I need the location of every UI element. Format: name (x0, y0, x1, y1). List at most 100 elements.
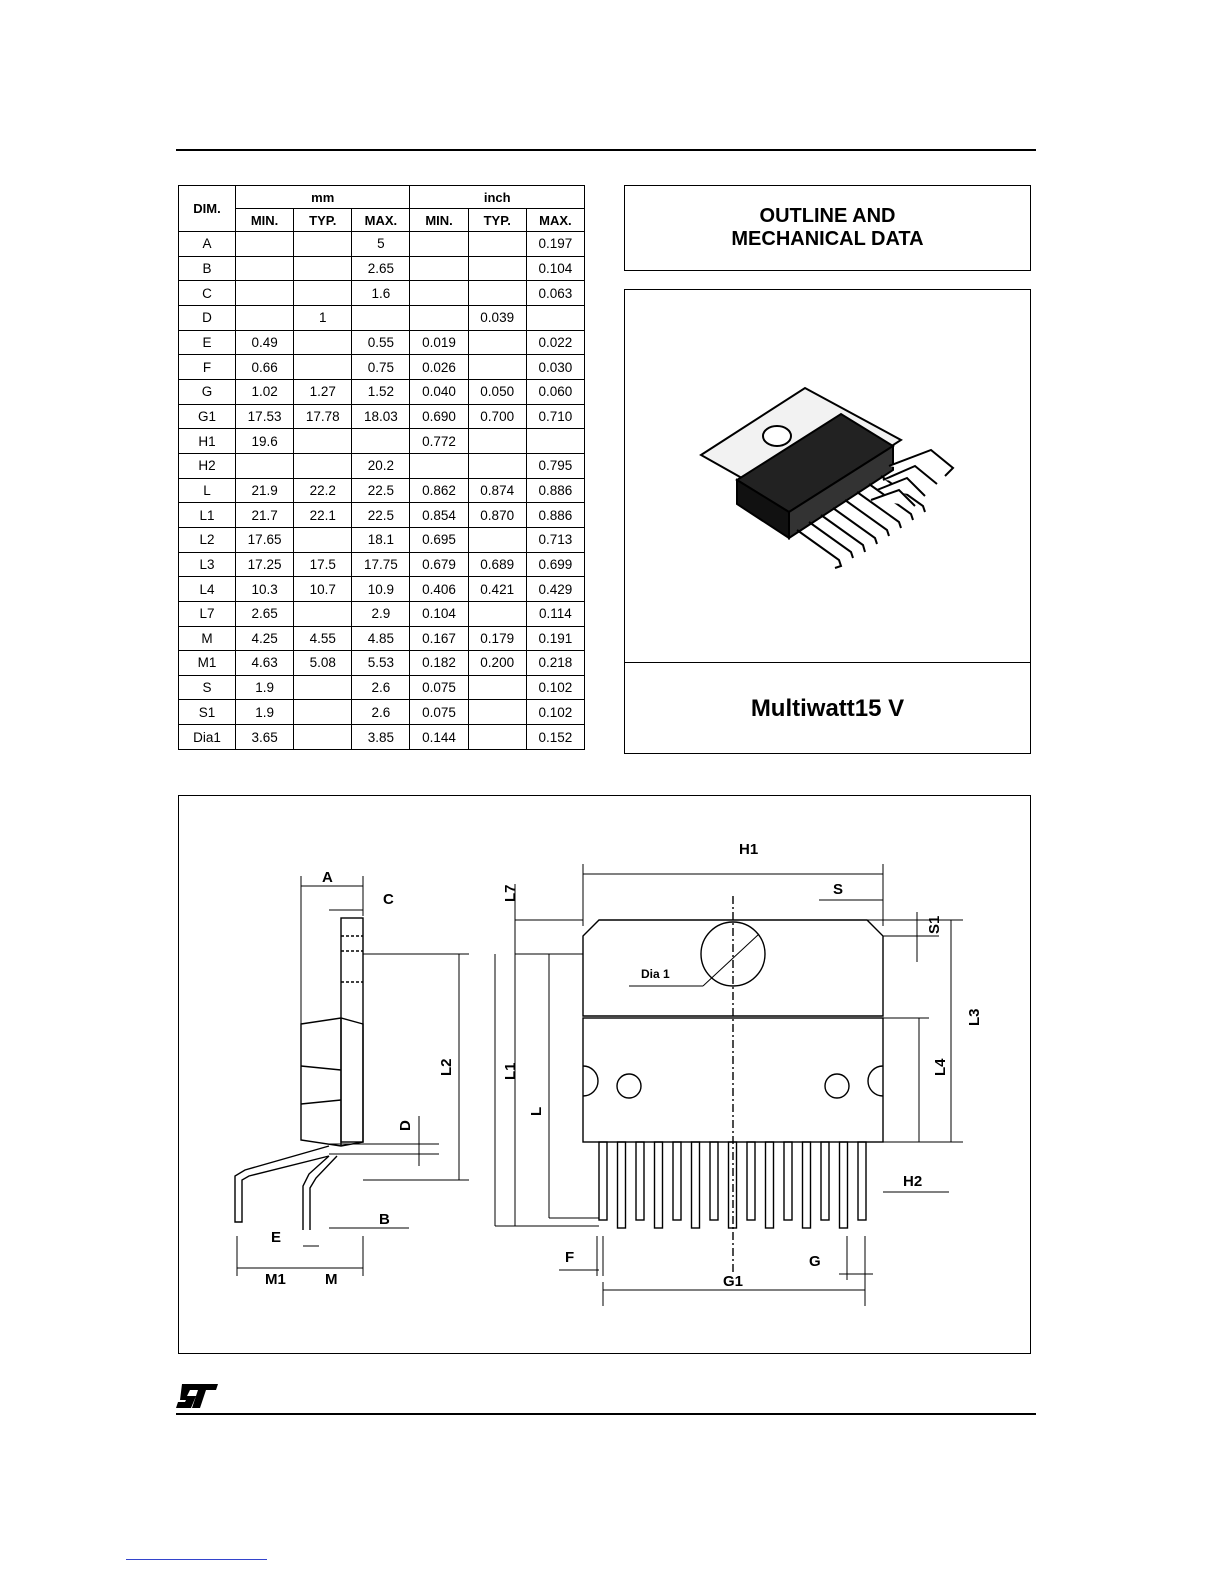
dim-cell: S1 (178, 699, 236, 726)
value-cell: 0.854 (409, 502, 469, 528)
value-cell: 20.2 (351, 452, 411, 479)
value-cell: 0.862 (409, 477, 469, 504)
label-G1: G1 (723, 1273, 743, 1290)
value-cell: 0.102 (525, 674, 586, 701)
photo-divider (625, 662, 1030, 663)
value-cell: 1.27 (293, 378, 353, 405)
value-cell (293, 280, 353, 306)
package-name: Multiwatt15 V (750, 695, 905, 722)
value-cell (467, 255, 527, 282)
value-cell: 18.03 (351, 403, 411, 430)
dim-cell: G (178, 378, 236, 405)
value-cell: 0.039 (467, 304, 527, 331)
dim-cell: C (178, 280, 236, 306)
value-cell: 1.52 (351, 378, 411, 405)
value-cell: 2.9 (351, 600, 411, 627)
dim-cell: Dia1 (178, 724, 236, 750)
label-H1: H1 (739, 841, 758, 858)
value-cell (467, 724, 527, 750)
value-cell: 3.85 (351, 724, 411, 750)
value-cell: 4.63 (234, 650, 295, 676)
value-cell: 0.713 (525, 526, 586, 553)
value-cell (525, 428, 586, 454)
dim-cell: L4 (178, 576, 236, 602)
value-cell (293, 674, 353, 701)
value-cell: 1.6 (351, 280, 411, 306)
value-cell: 21.7 (234, 502, 295, 528)
value-cell: 0.690 (409, 403, 469, 430)
value-cell: 0.710 (525, 403, 586, 430)
label-D: D (397, 1120, 414, 1131)
label-F: F (565, 1249, 574, 1266)
label-E: E (271, 1229, 281, 1246)
value-cell: 21.9 (234, 477, 295, 504)
value-cell: 0.026 (409, 354, 469, 380)
mm-header: mm (234, 185, 411, 209)
value-cell (467, 231, 527, 257)
dim-cell: L3 (178, 551, 236, 578)
pin (838, 1141, 849, 1229)
value-cell: 10.3 (234, 576, 295, 602)
dim-cell: D (178, 304, 236, 331)
label-L2: L2 (438, 1058, 455, 1076)
value-cell (293, 526, 353, 553)
header-rule (176, 149, 1036, 151)
value-cell: 1.9 (234, 674, 295, 701)
value-cell: 0.699 (525, 551, 586, 578)
value-cell: 0.030 (525, 354, 586, 380)
label-M: M (325, 1271, 338, 1288)
value-cell: 17.53 (234, 403, 295, 430)
value-cell: 0.075 (409, 674, 469, 701)
dim-cell: A (178, 231, 236, 257)
label-A: A (322, 869, 333, 886)
title-line-1: OUTLINE AND (759, 205, 896, 227)
inch-header: inch (409, 185, 585, 209)
value-cell (467, 526, 527, 553)
value-cell (293, 724, 353, 750)
value-cell: 0.886 (525, 502, 586, 528)
pin (709, 1141, 719, 1221)
side-body (300, 1017, 364, 1147)
value-cell: 0.870 (467, 502, 527, 528)
value-cell: 0.191 (525, 625, 586, 652)
pin (727, 1141, 738, 1229)
package-image (699, 386, 955, 569)
label-L3: L3 (966, 1008, 983, 1026)
value-cell: 18.1 (351, 526, 411, 553)
value-cell: 0.406 (409, 576, 469, 602)
title-box: OUTLINE AND MECHANICAL DATA (624, 185, 1031, 271)
pin (801, 1141, 812, 1229)
value-cell: 0.689 (467, 551, 527, 578)
value-cell: 2.65 (234, 600, 295, 627)
value-cell (234, 231, 295, 257)
value-cell: 3.65 (234, 724, 295, 750)
value-cell: 22.2 (293, 477, 353, 504)
pin (764, 1141, 775, 1229)
label-C: C (383, 891, 394, 908)
value-cell: 4.85 (351, 625, 411, 652)
dim-cell: E (178, 329, 236, 356)
value-cell (293, 600, 353, 627)
value-cell (467, 428, 527, 454)
value-cell (293, 699, 353, 726)
value-cell: 10.9 (351, 576, 411, 602)
value-cell: 0.114 (525, 600, 586, 627)
value-cell: 0.795 (525, 452, 586, 479)
value-cell: 17.25 (234, 551, 295, 578)
value-cell: 0.152 (525, 724, 586, 750)
st-logo-icon (176, 1384, 218, 1408)
pin (746, 1141, 756, 1221)
label-L7: L7 (502, 884, 519, 902)
value-cell (293, 452, 353, 479)
footer-link-underline (126, 1559, 267, 1560)
